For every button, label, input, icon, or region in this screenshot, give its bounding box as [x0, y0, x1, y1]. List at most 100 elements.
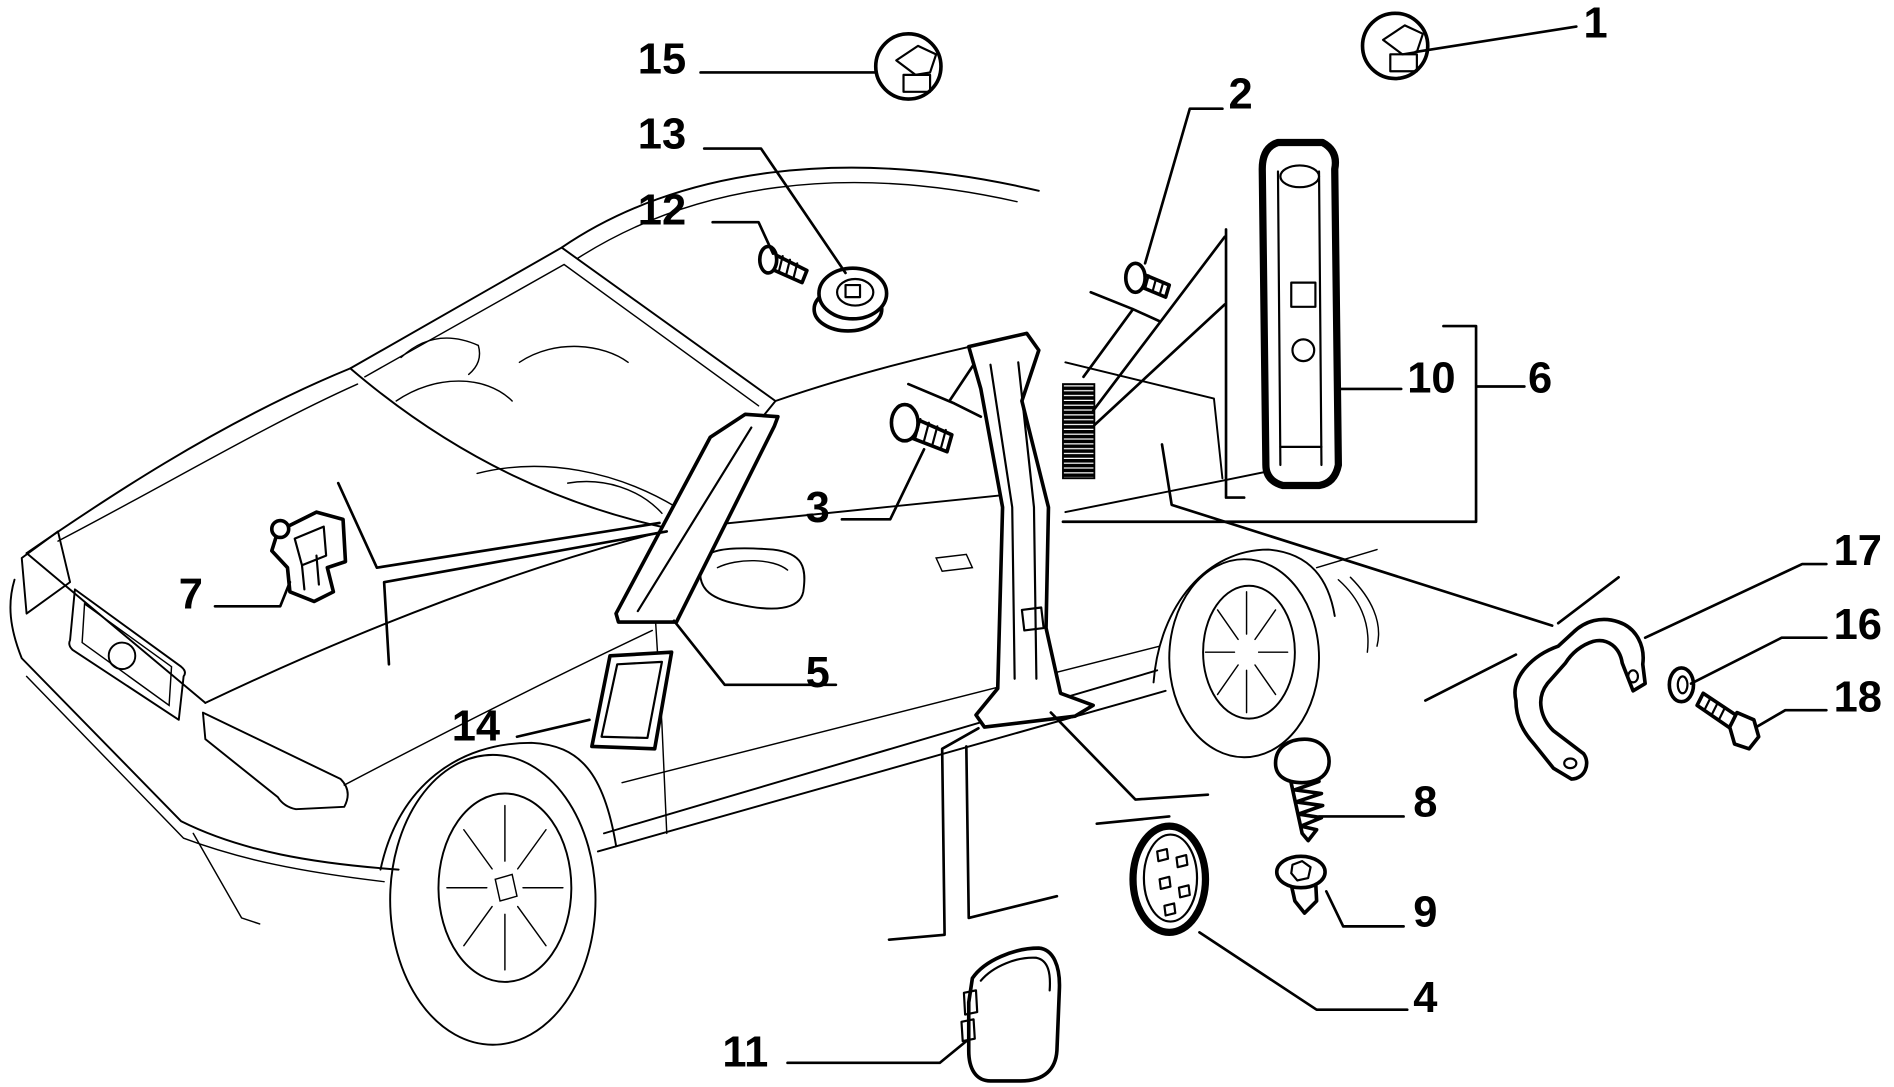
part-3-head — [889, 402, 920, 443]
part-2-threads — [1144, 274, 1165, 296]
assembly-lines — [336, 228, 1620, 941]
b-pillar-belt-slot — [1020, 606, 1045, 632]
part-9 — [1274, 854, 1327, 915]
part-12-head — [757, 244, 779, 275]
leader-line-2 — [1143, 107, 1224, 265]
part-1 — [1360, 11, 1430, 81]
car-hood-front-edge — [25, 552, 207, 704]
part-17-hole-upper — [1627, 669, 1640, 684]
assembly-line-panel-bracket — [1224, 228, 1246, 499]
part-14-inner — [600, 660, 664, 740]
car-roof-inner-line — [576, 181, 1018, 260]
callout-4: 4 — [1413, 974, 1437, 1022]
part-2-head — [1123, 261, 1147, 295]
assembly-line-hatch-upper — [1091, 235, 1227, 412]
car-side-mirror — [699, 547, 806, 610]
car-seat-rear — [518, 345, 629, 364]
leader-line-14 — [515, 718, 591, 739]
car-cowl — [349, 367, 673, 530]
leader-line-12 — [711, 220, 775, 255]
callout-2: 2 — [1228, 71, 1252, 119]
callout-15: 15 — [638, 36, 686, 84]
assembly-line-part-5-lower — [382, 530, 669, 666]
leader-line-4 — [1198, 931, 1409, 1012]
assembly-line-part-17-tick-b — [1424, 653, 1518, 702]
car-dashboard-lower — [566, 480, 663, 515]
assembly-line-part-17-tick-a — [1556, 575, 1620, 625]
assembly-line-part-2-cut — [1082, 290, 1161, 379]
part-13-body — [817, 266, 889, 321]
assembly-line-part-3-cut-a — [907, 382, 983, 419]
car-fender-crease — [343, 629, 653, 786]
part-10-inner-rail-right — [1317, 170, 1323, 467]
callout-12: 12 — [638, 187, 686, 235]
car-bumper-corner — [192, 832, 261, 925]
car-body-outline — [9, 166, 1380, 1046]
car-seat-headrest — [400, 337, 481, 376]
leader-line-18 — [1754, 708, 1828, 729]
leader-line-7 — [213, 580, 292, 608]
parts — [269, 11, 1761, 1083]
leader-line-13 — [702, 147, 847, 275]
part-14-outline — [590, 650, 674, 751]
car-front-wheel-arch — [379, 741, 617, 871]
part-11 — [960, 946, 1062, 1083]
car-rear-quarter — [1315, 548, 1380, 653]
part-4-face — [1142, 833, 1199, 923]
car-side-mirror-inner — [716, 559, 789, 571]
assembly-line-pillar-base-left-a — [887, 726, 980, 941]
part-7-body — [269, 510, 348, 604]
car-front-hub — [437, 792, 573, 983]
part-3 — [889, 402, 954, 454]
car-grille-inner — [81, 602, 173, 707]
leader-line-16 — [1689, 636, 1828, 685]
part-1-foot — [1389, 53, 1418, 73]
part-18-threads — [1703, 697, 1726, 721]
assembly-line-part-5-upper — [336, 481, 661, 569]
part-10-outline — [1258, 138, 1342, 490]
part-17-hole-lower — [1563, 757, 1578, 770]
callout-7: 7 — [179, 571, 203, 619]
b-pillar-trim-inner-left — [989, 363, 1016, 680]
assembly-line-pillar-base-tick — [1095, 815, 1171, 826]
b-pillar-trim — [966, 331, 1095, 729]
callout-3: 3 — [806, 484, 830, 532]
car-rear-window — [1064, 361, 1224, 480]
car-left-headlight — [20, 530, 72, 615]
car-front-bumper — [9, 578, 400, 871]
leader-line-5 — [672, 619, 838, 687]
car-rear-tire — [1168, 558, 1321, 759]
car-front-wheel-spokes — [446, 804, 564, 971]
callout-6: 6 — [1528, 355, 1552, 403]
part-9-drive — [1290, 860, 1312, 882]
car-roof-far-rail — [560, 166, 1040, 249]
leader-lines — [213, 25, 1828, 1065]
part-7 — [269, 510, 348, 604]
part-8-threads — [1288, 775, 1325, 843]
car-logo — [107, 641, 137, 671]
callout-10: 10 — [1407, 355, 1455, 403]
callout-17: 17 — [1834, 527, 1882, 575]
part-15 — [873, 32, 943, 101]
assembly-line-pillar-base-right — [1049, 711, 1210, 801]
car-lower-valence — [25, 675, 385, 883]
part-10-inner-rail-left — [1276, 170, 1282, 467]
callout-16: 16 — [1834, 601, 1882, 649]
callout-5: 5 — [806, 649, 830, 697]
part-16 — [1667, 666, 1696, 704]
callout-labels: 1 2 3 4 5 6 7 8 9 10 11 12 13 14 15 16 1… — [179, 0, 1882, 1076]
part-5-inner-line — [636, 426, 753, 613]
part-10-hole — [1291, 338, 1316, 363]
part-11-clips — [960, 989, 979, 1043]
part-18-head — [1727, 710, 1761, 751]
part-16-washer-hole — [1676, 675, 1689, 695]
part-2 — [1123, 261, 1172, 299]
car-front-tire — [389, 753, 597, 1046]
b-pillar-trim-inner-right — [1017, 361, 1038, 680]
part-7-clip-ring — [269, 518, 291, 540]
car-front-wheel-center — [494, 873, 518, 902]
car-rear-door-handle — [935, 553, 974, 573]
leader-line-1 — [1414, 25, 1578, 54]
part-17 — [1513, 617, 1647, 781]
